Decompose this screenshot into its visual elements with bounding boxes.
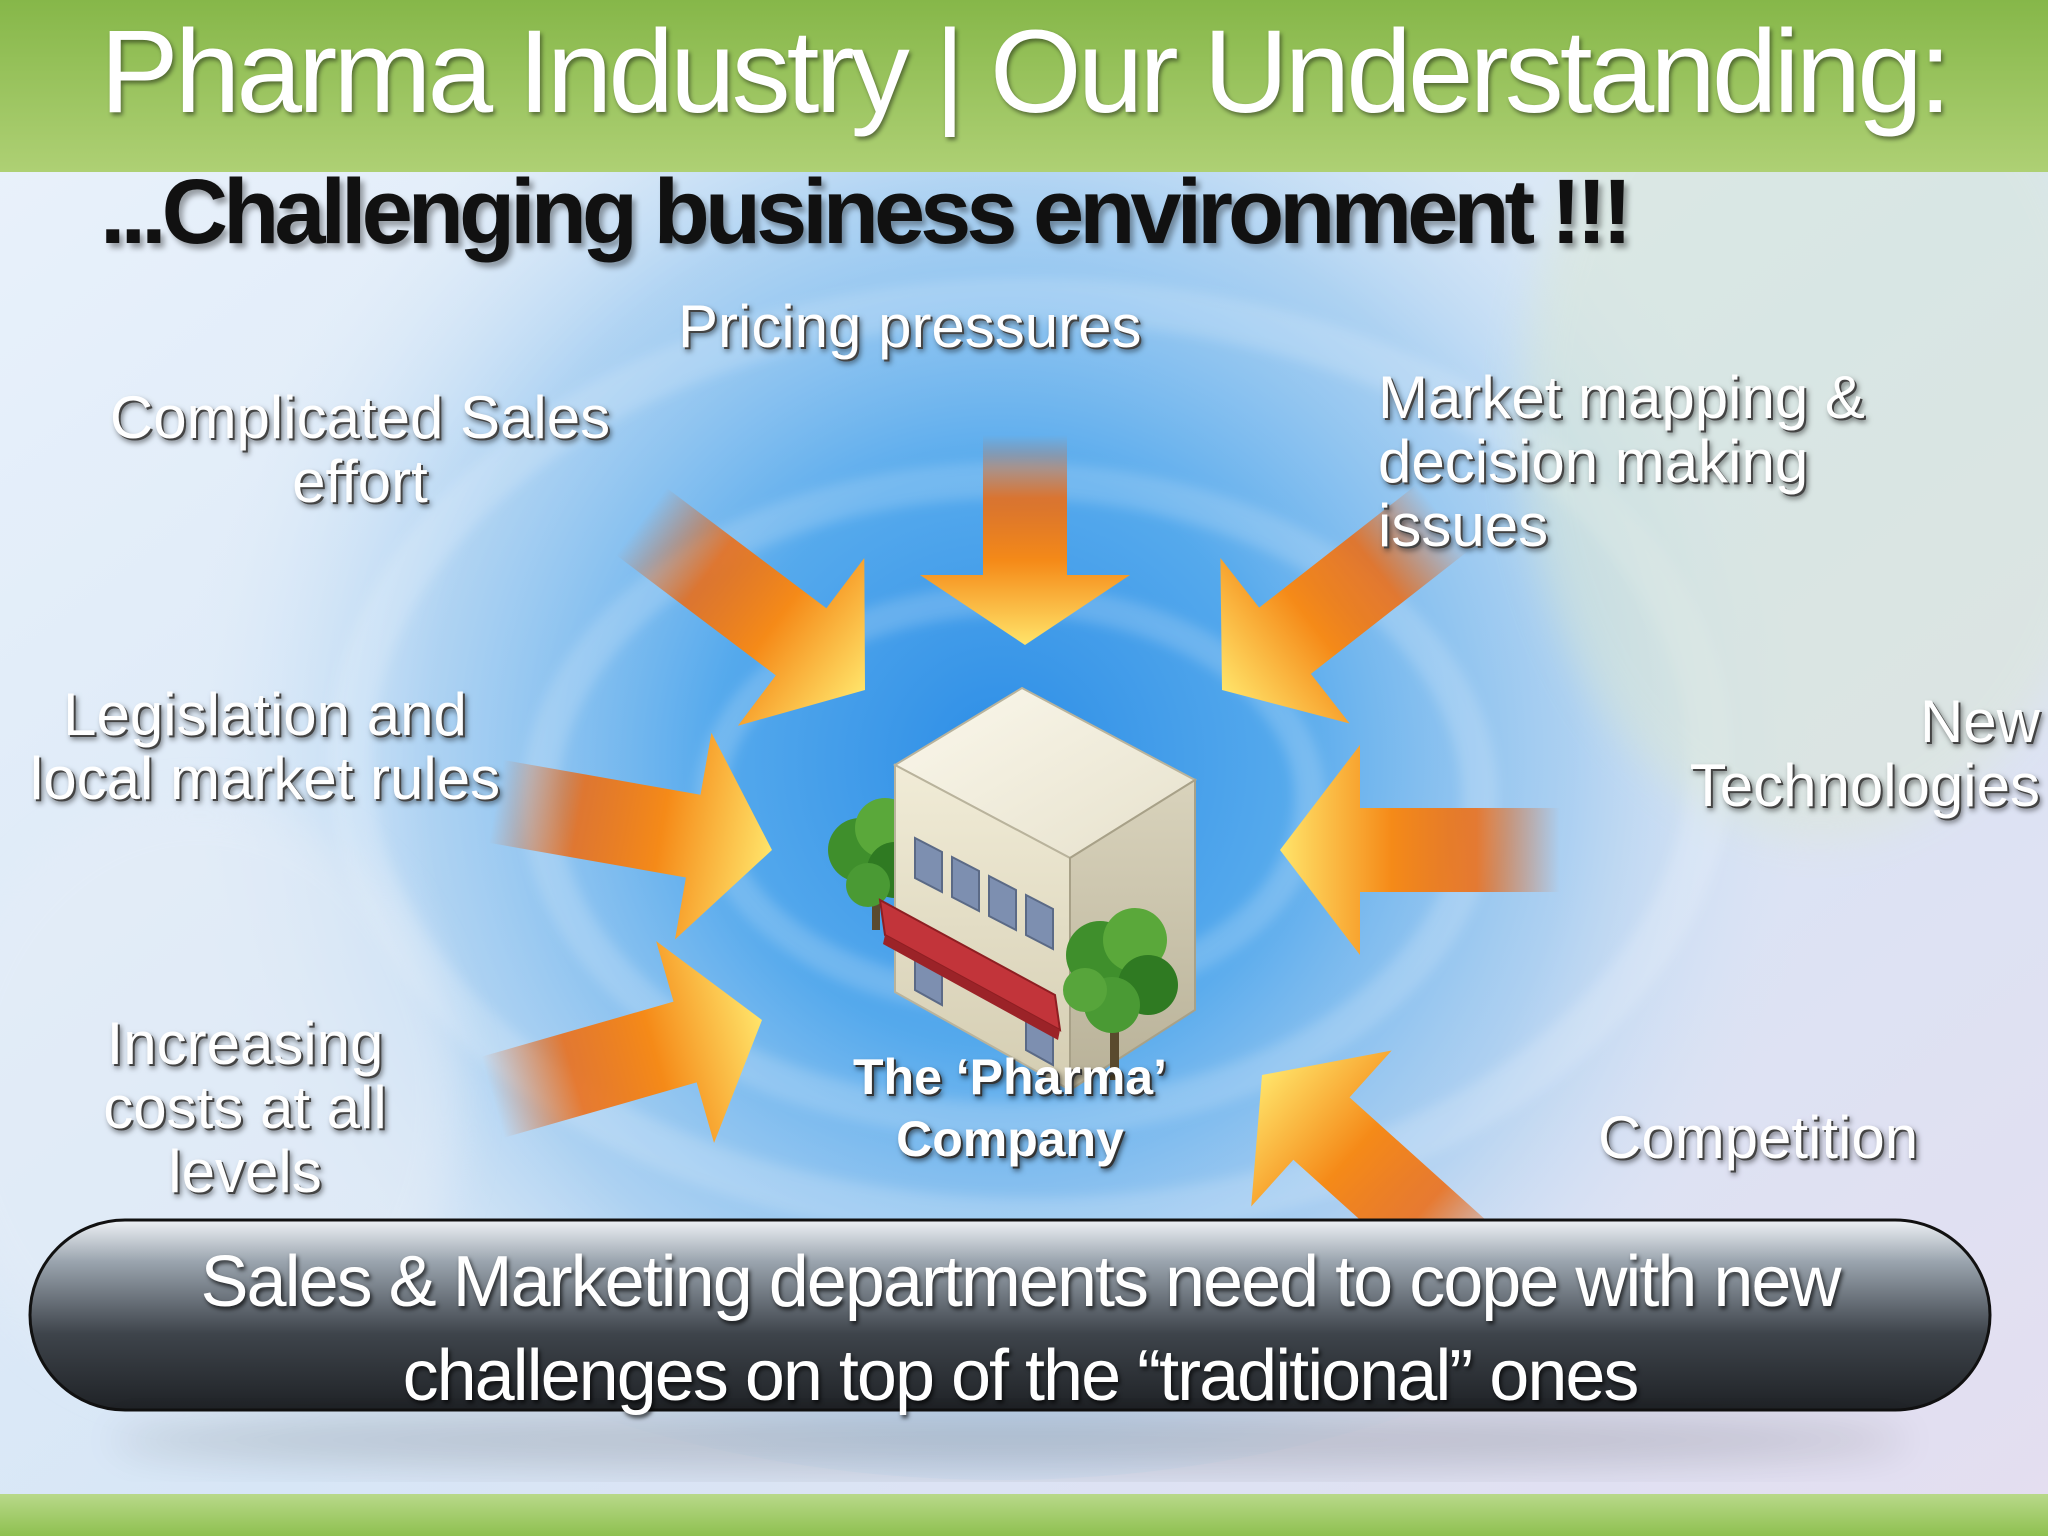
arrow-top-right (1220, 484, 1469, 724)
challenge-market-mapping: Market mapping & decision making issues (1378, 364, 1865, 559)
footer-band (0, 1494, 2048, 1536)
building-icon (828, 686, 1197, 1092)
tree-right (1063, 908, 1178, 1080)
banner-text: Sales & Marketing departments need to co… (200, 1242, 1842, 1416)
arrow-top-left (616, 487, 865, 726)
arrow-bottom-left (481, 941, 762, 1143)
header-band (0, 0, 2048, 172)
center-company-label: The ‘Pharma’ Company (853, 1049, 1167, 1167)
challenge-competition: Competition (1598, 1104, 1919, 1171)
challenge-legislation: Legislation and local market rules (29, 681, 501, 812)
challenge-increasing-costs: Increasing costs at all levels (103, 1010, 387, 1205)
slide-title: Pharma Industry | Our Understanding: (100, 6, 1952, 138)
arrow-top (920, 435, 1130, 645)
arrow-mid-right (1280, 745, 1560, 955)
arrow-mid-left (488, 732, 772, 940)
challenge-pricing-pressures: Pricing pressures (678, 293, 1142, 360)
slide-subtitle: ...Challenging business environment !!! (100, 161, 1633, 263)
challenge-new-technologies: New Technologies (1689, 688, 2040, 819)
challenge-complicated-sales: Complicated Sales effort (109, 384, 611, 515)
